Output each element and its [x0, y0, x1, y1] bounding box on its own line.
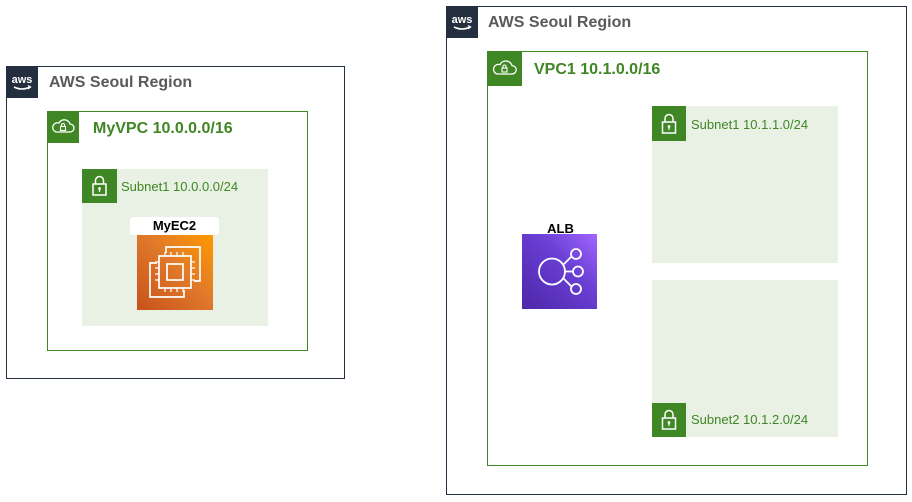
alb-icon[interactable]	[522, 234, 597, 309]
vpc-title: MyVPC 10.0.0.0/16	[93, 120, 233, 137]
svg-text:aws: aws	[12, 74, 33, 86]
region-title: AWS Seoul Region	[49, 74, 193, 91]
subnet-title: Subnet1 10.0.0.0/24	[121, 179, 239, 194]
alb-label: ALB	[533, 220, 588, 238]
subnet-title: Subnet1 10.1.1.0/24	[691, 117, 809, 132]
region-title: AWS Seoul Region	[488, 14, 632, 31]
aws-logo-icon: aws	[446, 6, 478, 38]
vpc-group-myvpc[interactable]	[47, 111, 308, 351]
vpc-title: VPC1 10.1.0.0/16	[534, 61, 661, 78]
subnet-lock-icon	[652, 403, 686, 437]
ec2-instance-label: MyEC2	[130, 217, 219, 235]
vpc-cloud-lock-icon	[487, 51, 522, 86]
vpc-cloud-lock-icon	[47, 111, 79, 143]
subnet-lock-icon	[652, 106, 686, 141]
subnet-title: Subnet2 10.1.2.0/24	[691, 412, 809, 427]
ec2-instance-icon[interactable]	[137, 235, 213, 310]
subnet-lock-icon	[82, 169, 117, 203]
svg-text:aws: aws	[452, 14, 473, 26]
vpc-group-vpc1[interactable]	[487, 51, 868, 466]
aws-logo-icon: aws	[6, 66, 38, 98]
